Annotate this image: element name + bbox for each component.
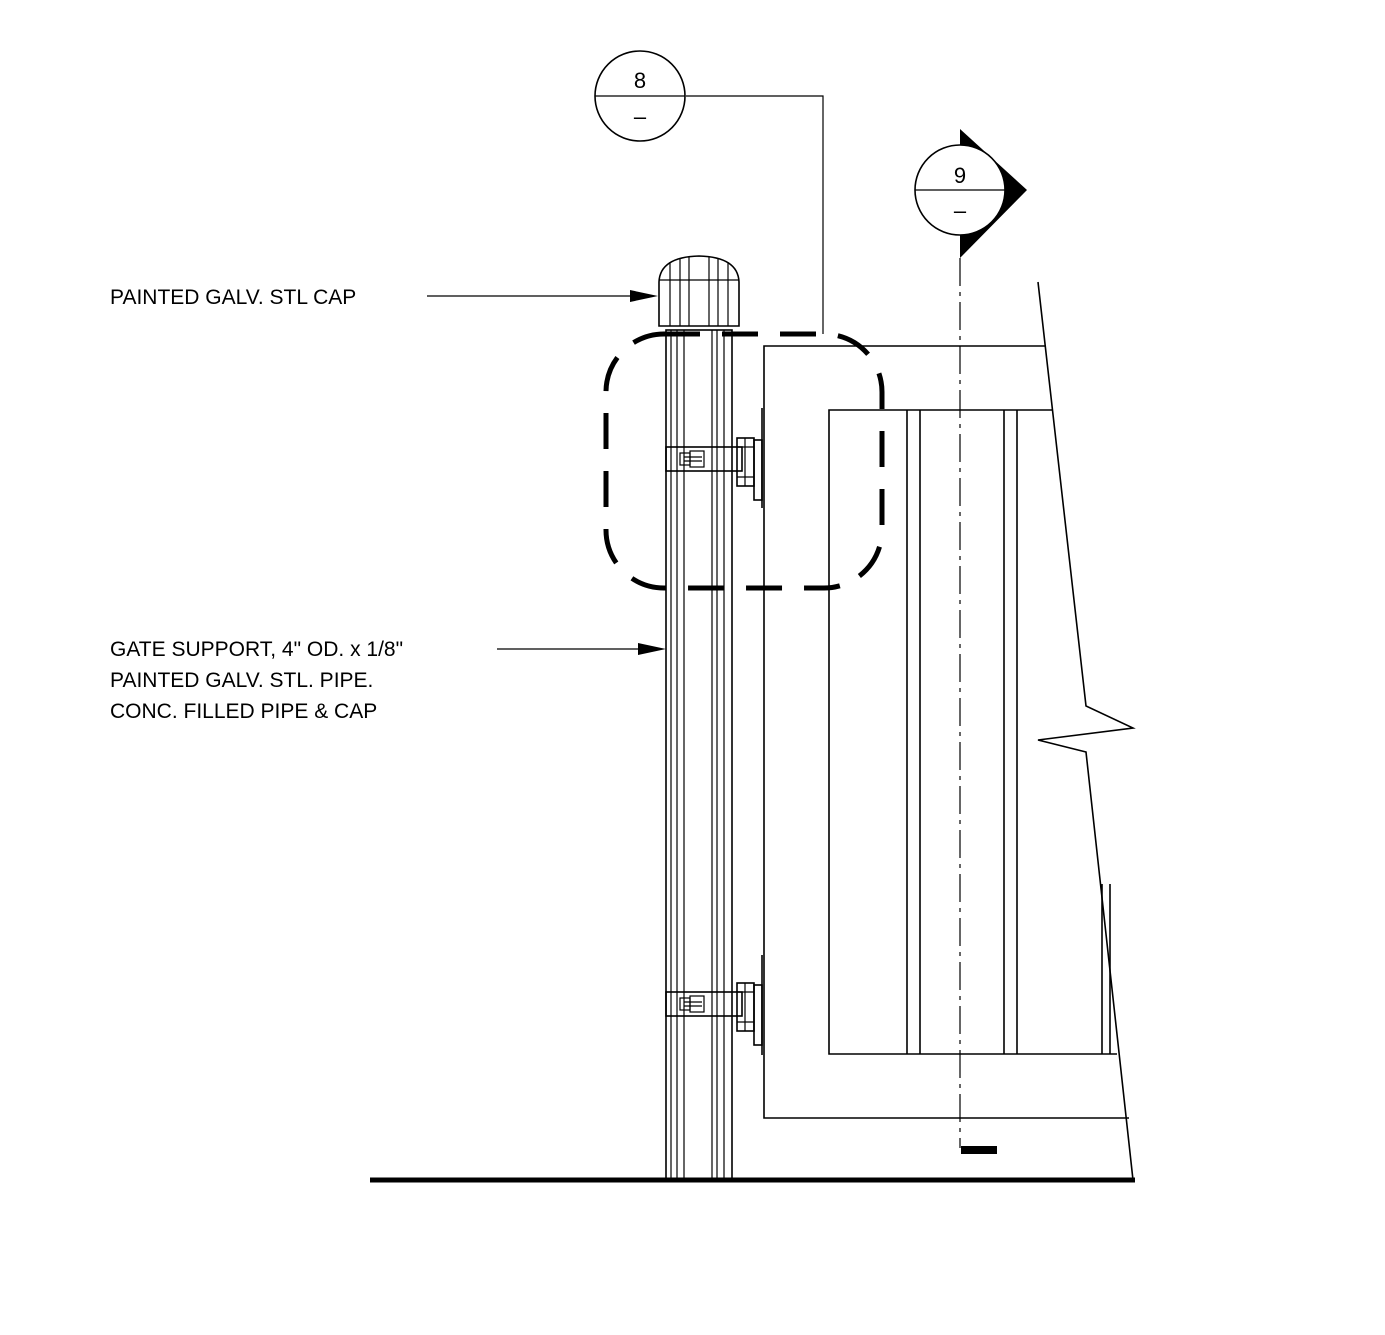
upper-hinge (665, 408, 763, 508)
break-line (1037, 281, 1136, 1181)
detail-callout-8: 8 – (594, 50, 824, 334)
center-line-end-mark (961, 1146, 997, 1154)
note-painted-cap: PAINTED GALV. STL CAP (110, 286, 356, 309)
detail-callout-number: 8 (634, 68, 646, 93)
note-gate-support-line-1: GATE SUPPORT, 4" OD. x 1/8" (110, 638, 403, 661)
note-gate-support-line-2: PAINTED GALV. STL. PIPE. (110, 669, 373, 692)
section-callout-9: 9 – (914, 129, 1027, 258)
gate-frame (763, 345, 1129, 1119)
detail-boundary (603, 331, 885, 591)
section-callout-number: 9 (954, 163, 966, 188)
support-leader (497, 643, 666, 655)
cap-leader (427, 290, 658, 302)
section-callout-sheet: – (954, 198, 967, 223)
lower-hinge (665, 955, 763, 1055)
post-cap (658, 255, 740, 327)
detail-callout-sheet: – (634, 104, 647, 129)
note-gate-support-line-3: CONC. FILLED PIPE & CAP (110, 700, 377, 723)
